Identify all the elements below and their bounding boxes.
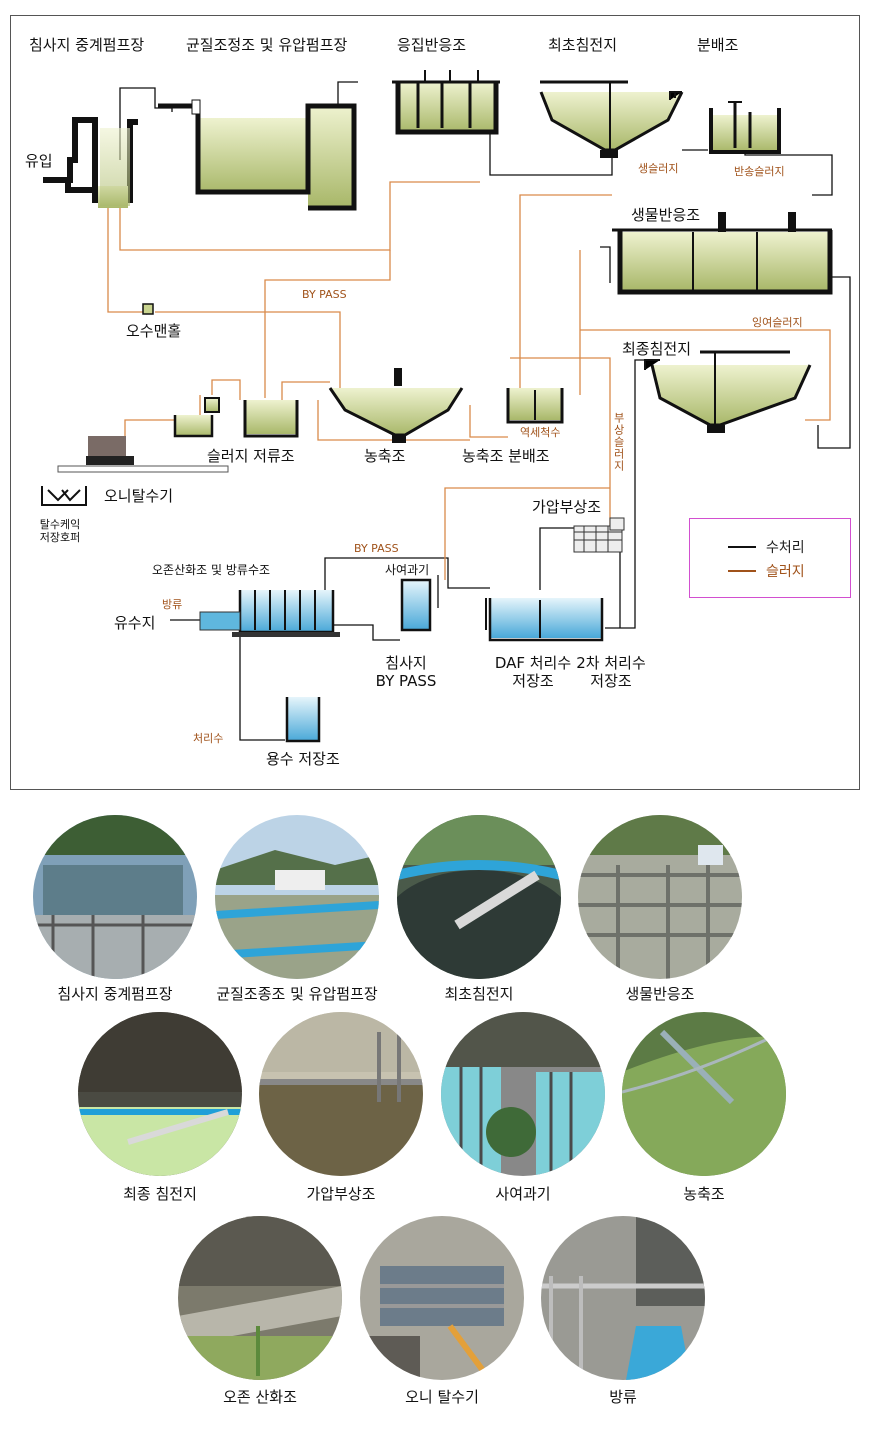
sand-filter-photo: [441, 1012, 605, 1176]
label-grit-bypass: 침사지 BY PASS: [375, 654, 437, 690]
label-raw-sludge: 생슬러지: [638, 162, 679, 175]
process-diagram: [10, 15, 860, 790]
final-clarifier-photo: [78, 1012, 242, 1176]
label-secondary-storage: 2차 처리수 저장조: [576, 654, 646, 690]
label-daf: 가압부상조: [532, 498, 602, 516]
caption-thickener: 농축조: [683, 1185, 725, 1203]
thickener-photo: [622, 1012, 786, 1176]
label-float-sludge: 부상슬러지: [612, 412, 626, 472]
legend: 수처리 슬러지: [689, 518, 851, 598]
legend-water-swatch: [728, 546, 756, 548]
label-backflow: 역세척수: [520, 426, 561, 439]
label-distribution: 분배조: [697, 36, 739, 54]
cake-hopper: [41, 486, 87, 506]
daf-tank-photo: [259, 1012, 423, 1176]
daf-unit: [573, 517, 625, 553]
label-ozone: 오존산화조 및 방류수조: [152, 563, 271, 577]
label-influent: 유입: [25, 152, 53, 170]
bio-reactor-tank: [612, 212, 833, 295]
primary-clarifier-photo: [397, 815, 561, 979]
label-dewatering: 오니탈수기: [104, 487, 174, 505]
label-sewer-manhole: 오수맨홀: [126, 322, 182, 340]
sewer-manhole-box: [142, 303, 154, 315]
dewatering-machine: [57, 436, 229, 473]
label-final-clarifier: 최종침전지: [622, 340, 692, 358]
caption-bio-reactor: 생물반응조: [625, 985, 695, 1003]
label-water-storage: 용수 저장조: [266, 750, 340, 768]
caption-dewatering: 오니 탈수기: [405, 1388, 479, 1406]
label-grit-pump: 침사지 중계펌프장: [29, 36, 145, 54]
bio-reactor-photo: [578, 815, 742, 979]
final-clarifier-tank: [644, 350, 812, 433]
label-discharge: 방류: [162, 598, 183, 611]
sludge-small-tanks: [173, 397, 220, 438]
dewatering-machine-photo: [360, 1216, 524, 1380]
sludge-storage-tank: [243, 400, 299, 438]
caption-discharge: 방류: [609, 1388, 637, 1406]
label-equalization: 균질조정조 및 유압펌프장: [186, 36, 348, 54]
label-bypass-upper: BY PASS: [302, 288, 347, 301]
caption-pump-station: 침사지 중계펌프장: [57, 985, 173, 1003]
caption-daf: 가압부상조: [306, 1185, 376, 1203]
caption-ozone: 오존 산화조: [223, 1388, 297, 1406]
label-sludge-storage: 슬러지 저류조: [207, 447, 295, 465]
thickener-tank: [328, 368, 464, 443]
label-sand-filter: 사여과기: [385, 563, 430, 577]
sand-filter-tank: [400, 578, 432, 632]
legend-sludge-swatch: [728, 570, 756, 572]
pump-station-photo: [33, 815, 197, 979]
label-bypass-lower: BY PASS: [354, 542, 399, 555]
label-primary-clarifier: 최초침전지: [548, 36, 618, 54]
equalization-tank: [158, 99, 357, 211]
label-return-sludge: 반송슬러지: [734, 165, 785, 178]
caption-final-clarifier: 최종 침전지: [123, 1185, 197, 1203]
equalization-tank-photo: [215, 815, 379, 979]
discharge-channel-photo: [541, 1216, 705, 1380]
water-storage-tank: [285, 697, 321, 743]
thickener-distribution-tank: [506, 388, 564, 424]
label-bio-reactor: 생물반응조: [631, 206, 701, 224]
legend-water: 수처리: [728, 537, 805, 557]
legend-sludge-label: 슬러지: [766, 564, 805, 580]
label-coagulation: 응집반응조: [397, 36, 467, 54]
label-cake-hopper: 탈수케익 저장호퍼: [39, 518, 81, 545]
caption-sand-filter: 사여과기: [495, 1185, 551, 1203]
ozone-tank-photo: [178, 1216, 342, 1380]
storage-tanks: [485, 598, 604, 642]
distribution-tank: [709, 101, 781, 154]
process-flow-drawing: [41, 70, 851, 743]
label-reservoir: 유수지: [114, 614, 156, 632]
primary-clarifier-tank: [539, 80, 684, 158]
sludge-lines: [107, 181, 831, 580]
caption-primary-clarifier: 최초침전지: [444, 985, 514, 1003]
label-thickener-distribution: 농축조 분배조: [462, 447, 550, 465]
label-treated: 처리수: [193, 732, 224, 745]
label-thickener: 농축조: [364, 447, 406, 465]
caption-equalization: 균질조종조 및 유압펌프장: [216, 985, 378, 1003]
coagulation-tank: [392, 70, 500, 135]
label-daf-storage: DAF 처리수 저장조: [494, 654, 572, 690]
legend-sludge: 슬러지: [728, 561, 805, 581]
label-excess-sludge: 잉여슬러지: [752, 316, 803, 329]
ozone-tank: [199, 590, 340, 637]
legend-water-label: 수처리: [766, 540, 805, 556]
